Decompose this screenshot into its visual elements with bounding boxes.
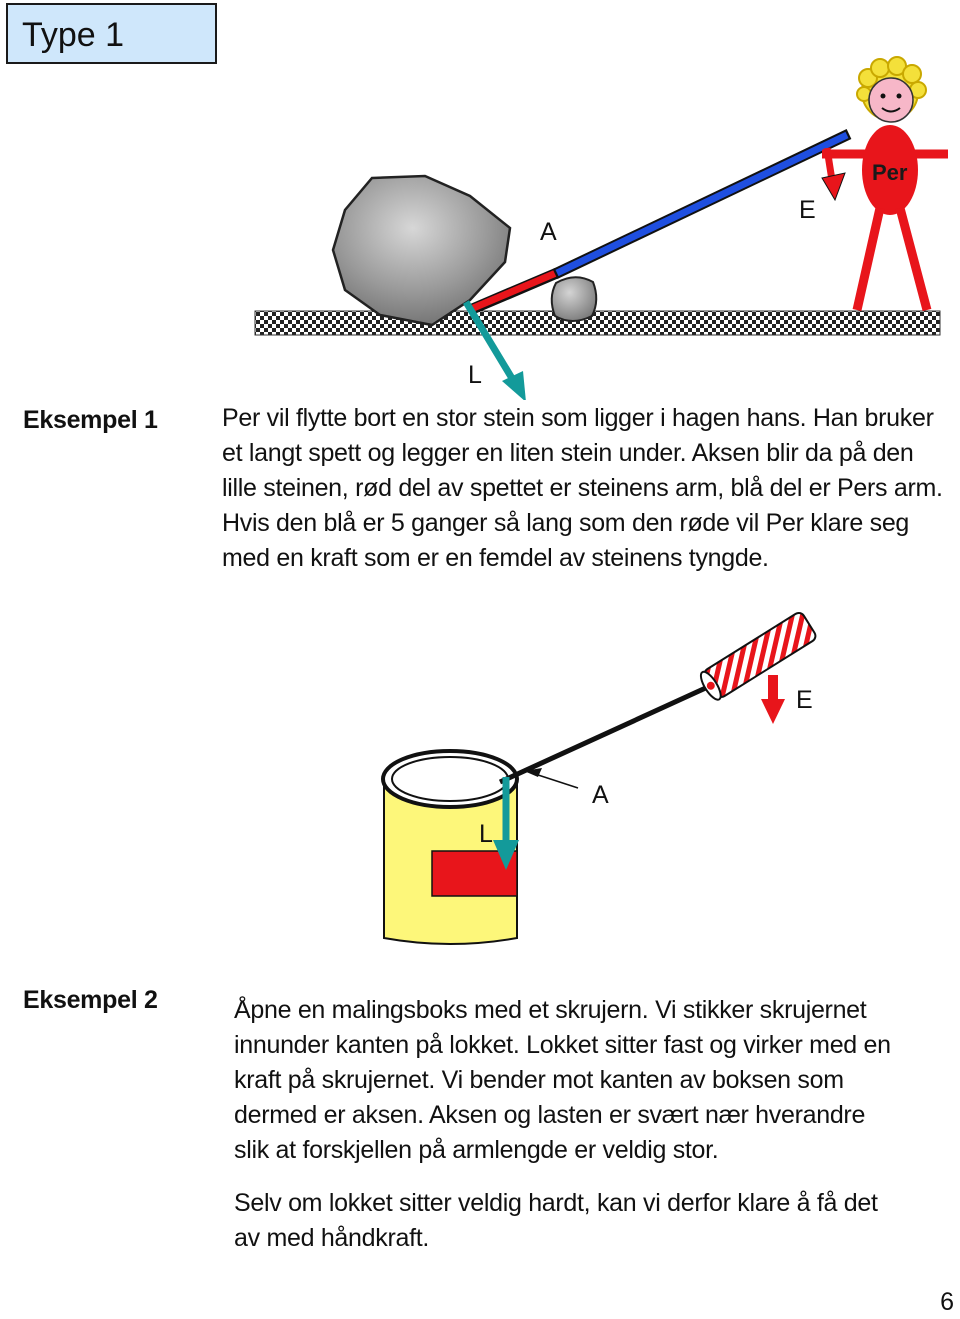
can-lid: [381, 749, 519, 809]
label-e-fig1: E: [799, 196, 816, 224]
small-stone: [550, 276, 598, 322]
page-number: 6: [940, 1288, 954, 1316]
paint-can-figure: A E L: [381, 611, 817, 945]
per-name-label: Per: [872, 160, 908, 185]
example2-label: Eksempel 2: [23, 986, 158, 1014]
example1-label: Eksempel 1: [23, 406, 158, 434]
screwdriver-shaft: [498, 683, 712, 785]
big-stone: [331, 174, 512, 327]
label-e-fig2: E: [796, 686, 813, 714]
example2-paragraph-1: Åpne en malingsboks med et skrujern. Vi …: [234, 996, 891, 1164]
lever-stone-figure: Per A E L: [254, 56, 948, 400]
load-arrow: [463, 300, 519, 387]
title-box: Type 1: [6, 3, 217, 64]
effort-arrow-2: [768, 675, 778, 701]
example2-paragraph-2: Selv om lokket sitter veldig hardt, kan …: [234, 1189, 878, 1252]
label-l-fig2: L: [479, 820, 493, 848]
label-a-fig1: A: [540, 218, 557, 246]
per-figure: [822, 56, 948, 312]
page-title: Type 1: [22, 16, 125, 54]
label-a-fig2: A: [592, 781, 609, 809]
example1-paragraph: Per vil flytte bort en stor stein som li…: [222, 404, 943, 572]
fulcrum-pointer: [531, 772, 579, 789]
ground: [254, 310, 941, 336]
label-l-fig1: L: [468, 361, 482, 389]
